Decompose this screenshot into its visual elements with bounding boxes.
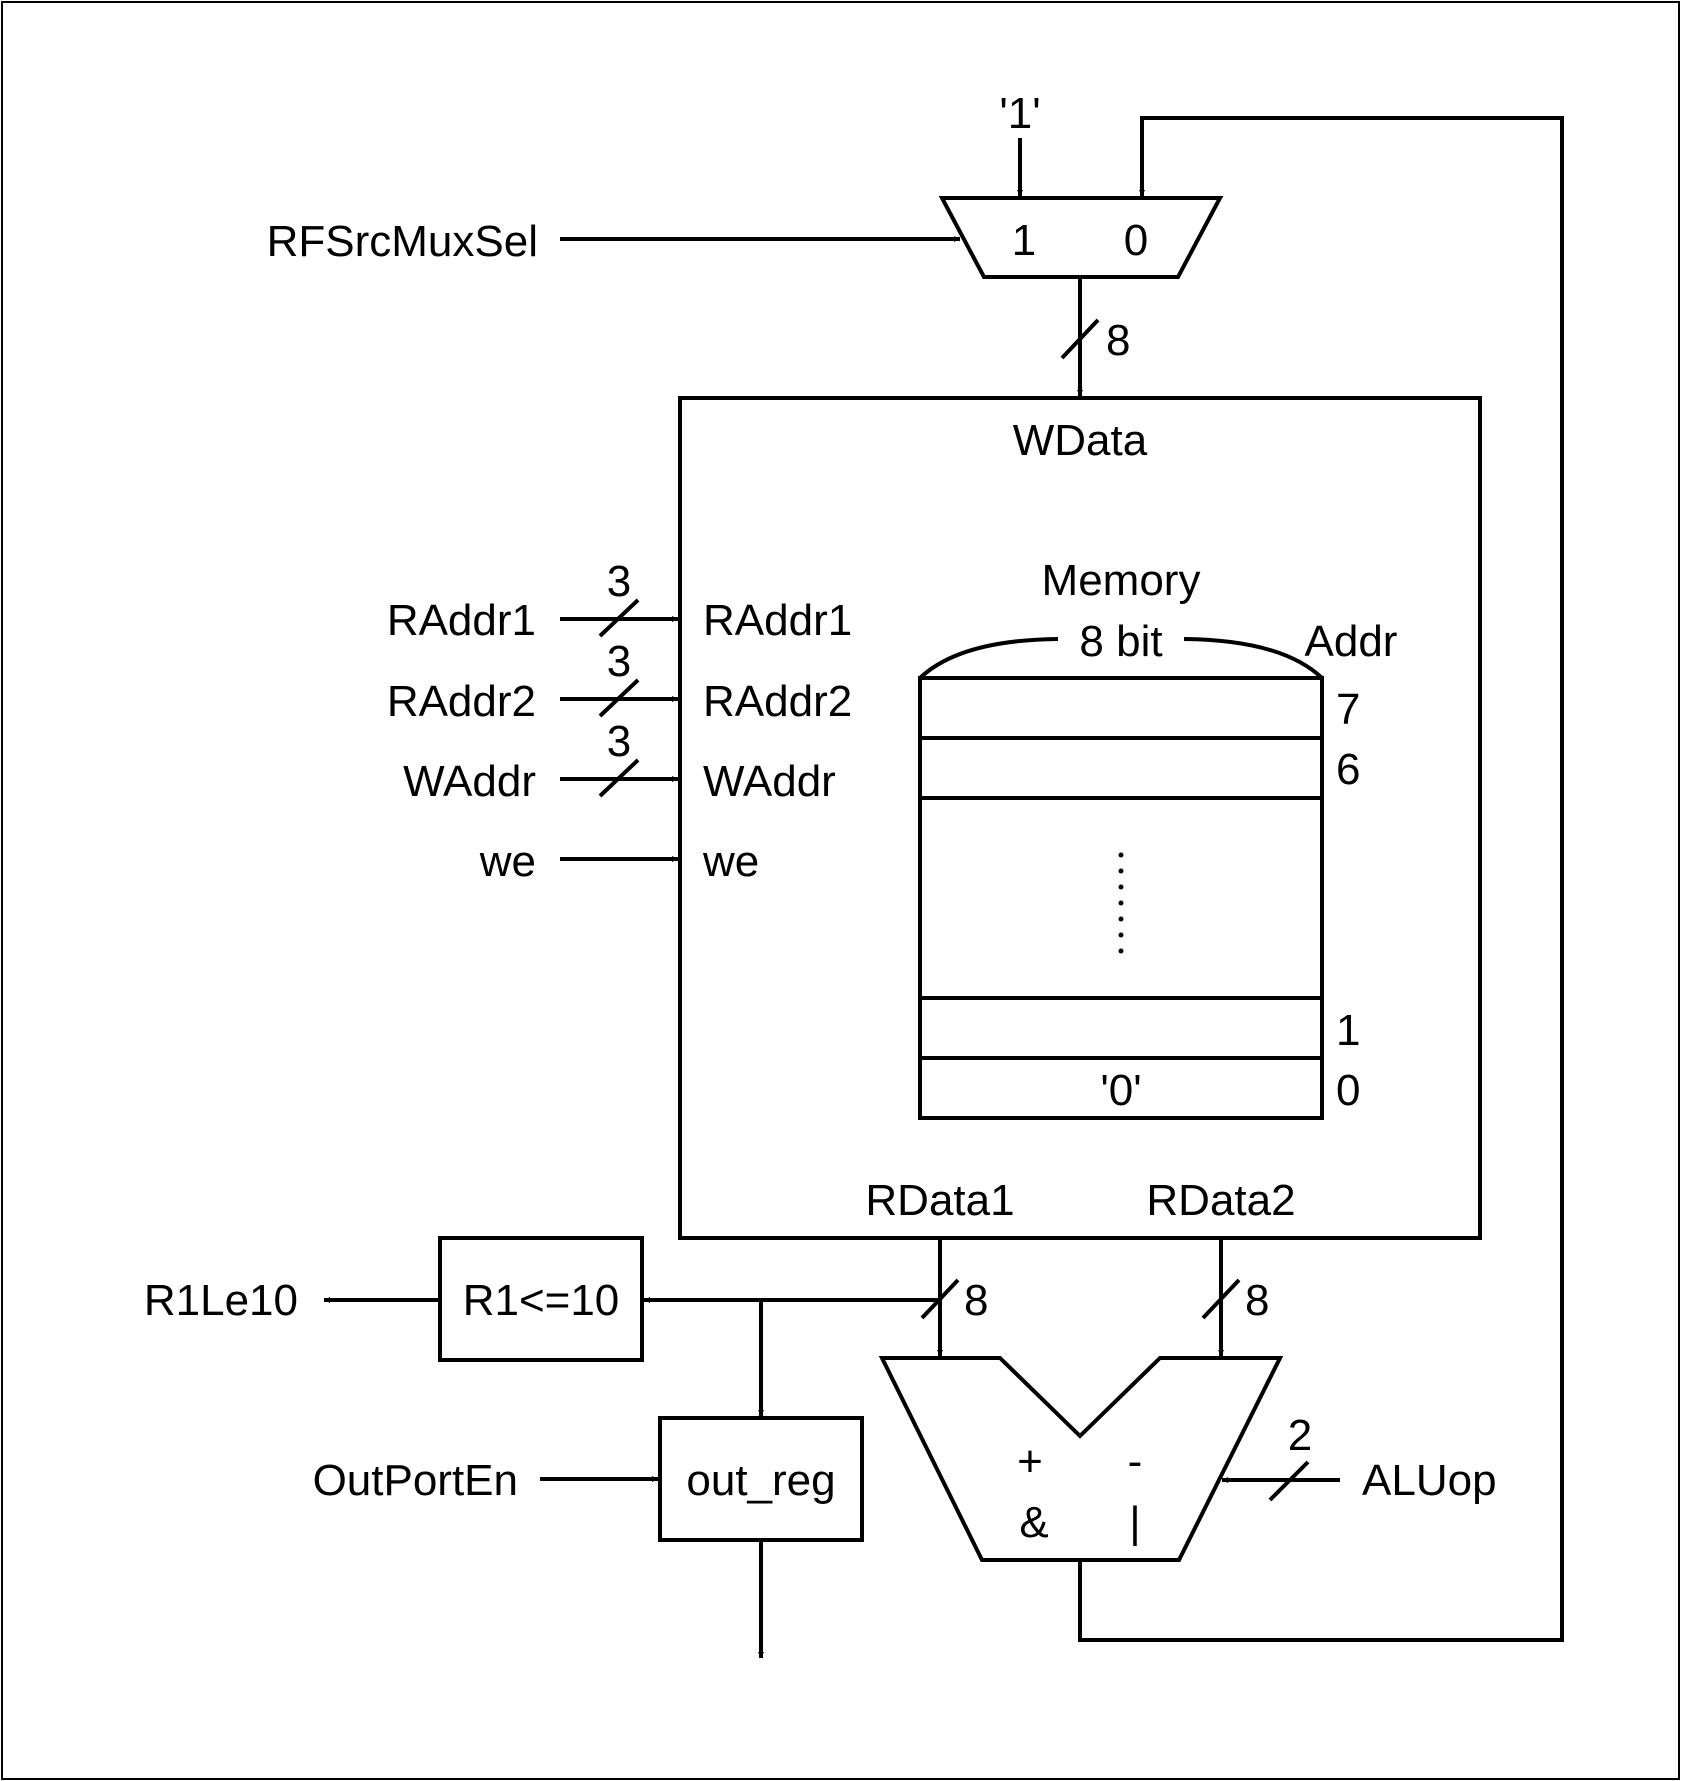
alu-op-bus-slash	[1268, 1460, 1310, 1502]
alu-op-add: +	[1017, 1437, 1043, 1486]
memory-addr-header: Addr	[1305, 617, 1398, 666]
memory-title: Memory	[1042, 556, 1201, 605]
mux-output-width-label: 8	[1106, 316, 1130, 365]
port-raddr1-label: RAddr1	[703, 596, 852, 645]
memory-addr-6: 6	[1336, 745, 1360, 794]
raddr2-signal-label: RAddr2	[387, 677, 536, 726]
alu-op-signal-label: ALUop	[1362, 1456, 1497, 1505]
memory-array	[918, 676, 1324, 1120]
raddr2-bus-slash	[598, 678, 640, 718]
rdata1-width-label: 8	[964, 1276, 988, 1325]
out-reg-block	[658, 1416, 864, 1542]
alu-block	[878, 1356, 1284, 1562]
alu-op-and: &	[1019, 1498, 1048, 1547]
raddr2-width-label: 3	[607, 637, 631, 686]
mux-select-signal-label: RFSrcMuxSel	[267, 217, 538, 266]
waddr-bus-slash	[598, 758, 640, 798]
memory-addr-1: 1	[1336, 1006, 1360, 1055]
mux-input-1-label: 1	[1012, 216, 1036, 265]
write-source-mux	[938, 196, 1224, 279]
memory-row0-value: '0'	[1100, 1066, 1141, 1115]
memory-ellipsis	[1118, 852, 1124, 954]
waddr-width-label: 3	[607, 717, 631, 766]
port-waddr-label: WAddr	[703, 757, 836, 806]
memory-word-width-label: 8 bit	[1079, 617, 1162, 666]
memory-width-brace-left	[918, 637, 1059, 680]
out-port-enable-label: OutPortEn	[313, 1456, 518, 1505]
comparator-output-label: R1Le10	[144, 1276, 298, 1325]
waddr-signal-label: WAddr	[403, 757, 536, 806]
alu-op-sub: -	[1128, 1437, 1143, 1486]
mux-constant-one-label: '1'	[999, 89, 1040, 138]
memory-width-brace-right	[1183, 637, 1324, 680]
rdata2-bus-slash	[1201, 1278, 1241, 1320]
alu-feedback-wire	[1078, 116, 1564, 1642]
rdata2-label: RData2	[1146, 1176, 1295, 1225]
mux-output-bus-slash	[1060, 318, 1100, 360]
raddr1-signal-label: RAddr1	[387, 596, 536, 645]
port-we-label: we	[702, 837, 759, 886]
rdata1-label: RData1	[865, 1176, 1014, 1225]
register-file-wdata-label: WData	[1013, 416, 1148, 465]
memory-addr-7: 7	[1336, 685, 1360, 734]
out-reg-label: out_reg	[686, 1456, 835, 1505]
comparator-label: R1<=10	[463, 1276, 620, 1325]
raddr1-bus-slash	[598, 598, 640, 638]
mux-input-0-label: 0	[1124, 216, 1148, 265]
memory-addr-0: 0	[1336, 1066, 1360, 1115]
we-signal-label: we	[479, 837, 536, 886]
raddr1-width-label: 3	[607, 557, 631, 606]
alu-op-or: |	[1129, 1498, 1140, 1547]
rdata2-width-label: 8	[1245, 1276, 1269, 1325]
comparator-block	[438, 1236, 644, 1362]
alu-op-width-label: 2	[1288, 1411, 1312, 1460]
port-raddr2-label: RAddr2	[703, 677, 852, 726]
